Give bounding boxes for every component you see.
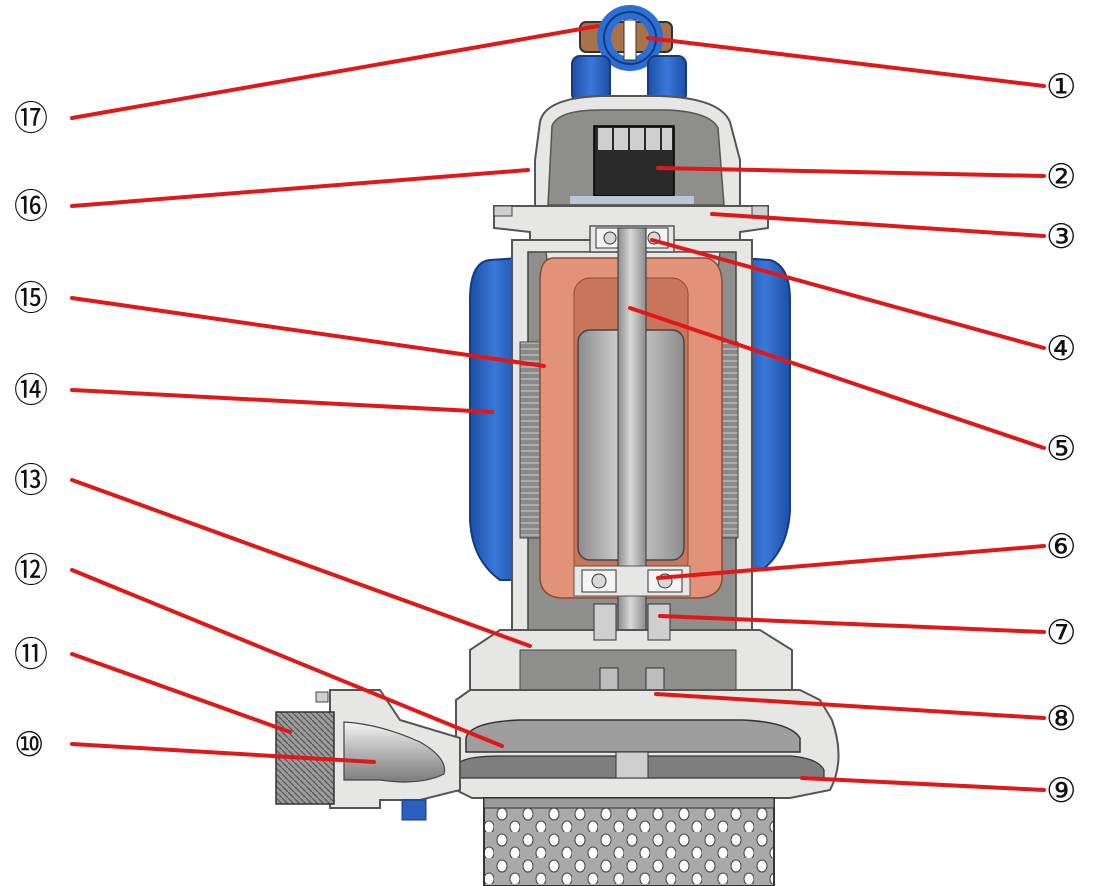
callout-11: ⑪	[14, 635, 48, 675]
callout-15: ⑮	[14, 279, 48, 319]
leader-line-3	[710, 212, 1046, 238]
callout-1: ①	[1046, 67, 1076, 107]
intake-strainer	[483, 797, 775, 886]
leader-line-1	[646, 36, 1046, 88]
leader-line-2	[656, 166, 1046, 178]
leader-line-14	[70, 388, 494, 414]
leader-line-7	[658, 614, 1046, 634]
callout-4: ④	[1046, 329, 1076, 369]
leader-line-17	[70, 24, 600, 120]
callout-6: ⑥	[1046, 527, 1076, 567]
leader-lines	[70, 24, 1046, 792]
callout-14: ⑭	[14, 371, 48, 411]
callout-5: ⑤	[1046, 429, 1076, 469]
leader-line-16	[70, 168, 530, 208]
leader-line-15	[70, 296, 546, 368]
impeller	[465, 719, 801, 753]
leader-line-6	[656, 544, 1046, 580]
leader-line-8	[654, 692, 1046, 720]
cooling-jacket-left	[469, 256, 521, 581]
leader-line-4	[650, 238, 1046, 350]
pump-body	[275, 5, 840, 886]
callout-16: ⑯	[14, 187, 48, 227]
leader-line-13	[70, 478, 532, 648]
leader-line-12	[70, 568, 504, 748]
callout-2: ②	[1046, 157, 1076, 197]
leader-line-10	[70, 742, 376, 764]
callout-8: ⑧	[1046, 699, 1076, 739]
lower-bearing	[573, 565, 691, 597]
callout-labels: ① ② ③ ④ ⑤ ⑥ ⑦ ⑧ ⑨ ⑩ ⑪ ⑫ ⑬ ⑭ ⑮ ⑯ ⑰	[14, 67, 1076, 811]
callout-12: ⑫	[14, 551, 48, 591]
callout-17: ⑰	[14, 99, 48, 139]
callout-3: ③	[1046, 217, 1076, 257]
leader-line-5	[628, 306, 1046, 450]
leader-line-11	[70, 652, 292, 734]
mechanical-seal-upper	[593, 603, 671, 641]
callout-13: ⑬	[14, 461, 48, 501]
lifting-eye	[579, 5, 673, 71]
callout-10: ⑩	[14, 725, 44, 765]
leader-line-9	[800, 776, 1046, 792]
callout-7: ⑦	[1046, 613, 1076, 653]
callout-9: ⑨	[1046, 771, 1076, 811]
terminal-block	[570, 125, 694, 204]
